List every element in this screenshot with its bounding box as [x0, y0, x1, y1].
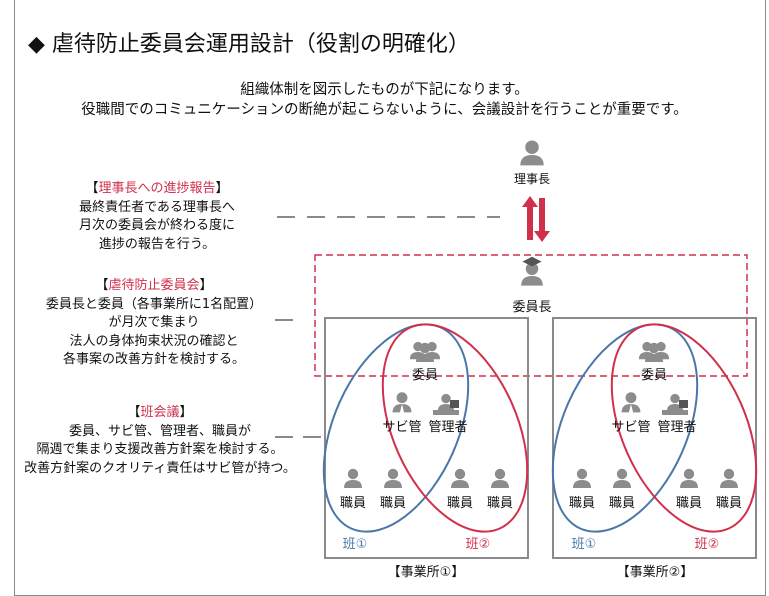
group-2-ellipse [610, 323, 758, 533]
person-icon [451, 468, 469, 488]
staff-label: 職員 [446, 496, 473, 511]
suited-person-icon [392, 392, 412, 415]
group-1-label: 班① [571, 537, 597, 552]
staff-label: 職員 [608, 496, 635, 511]
sabikan-label: サビ管 [611, 420, 651, 435]
report-label: 【理事長への進捗報告】 最終責任者である理事長へ 月次の委員会が終わる度に 進捗… [78, 181, 235, 252]
person-icon [344, 468, 362, 488]
staff-label: 職員 [339, 496, 366, 511]
committee-box [314, 254, 748, 377]
person-icon [613, 468, 631, 488]
office-2-caption: 【事業所②】 [616, 565, 694, 580]
intro-line-2: 役職間でのコミュニケーションの断絶が起こらないように、会議設計を行うことが重要で… [81, 102, 688, 118]
desk-person-icon [433, 393, 459, 415]
desk-person-icon [662, 393, 688, 415]
sabikan-label: サビ管 [382, 420, 422, 435]
member-label: 委員 [640, 368, 667, 383]
group-2-ellipse [381, 323, 529, 533]
person-icon [573, 468, 591, 488]
committee-head-label: 委員長 [512, 300, 552, 315]
suited-person-icon [621, 392, 641, 415]
group-2-label: 班② [465, 537, 491, 552]
graduate-person-icon [521, 256, 543, 286]
manager-label: 管理者 [428, 420, 468, 435]
office-1-caption: 【事業所①】 [387, 565, 465, 580]
person-icon [720, 468, 738, 488]
han-label: 【班会議】 委員、サビ管、管理者、職員が 隔週で集まり支援改善方針案を検討する。… [24, 405, 296, 476]
person-icon [384, 468, 402, 488]
person-icon [680, 468, 698, 488]
staff-label: 職員 [379, 496, 406, 511]
intro-line-1: 組織体制を図示したものが下記になります。 [240, 82, 529, 98]
group-icon [409, 341, 441, 362]
staff-label: 職員 [675, 496, 702, 511]
report-arrows [522, 196, 550, 242]
staff-label: 職員 [486, 496, 513, 511]
org-diagram [275, 140, 758, 559]
group-icon [638, 341, 670, 362]
member-label: 委員 [411, 368, 438, 383]
office-2-box [552, 317, 757, 559]
page-title: ◆ 虐待防止委員会運用設計（役割の明確化） [28, 32, 470, 57]
chairman-label: 理事長 [513, 172, 550, 186]
group-1-label: 班① [342, 537, 368, 552]
manager-label: 管理者 [657, 420, 697, 435]
staff-label: 職員 [568, 496, 595, 511]
person-icon [491, 468, 509, 488]
person-icon [520, 140, 544, 166]
committee-label: 【虐待防止委員会】 委員長と委員（各事業所に1名配置） が月次で集まり 法人の身… [45, 278, 263, 367]
group-2-label: 班② [694, 537, 720, 552]
staff-label: 職員 [715, 496, 742, 511]
office-1-box [324, 317, 529, 559]
